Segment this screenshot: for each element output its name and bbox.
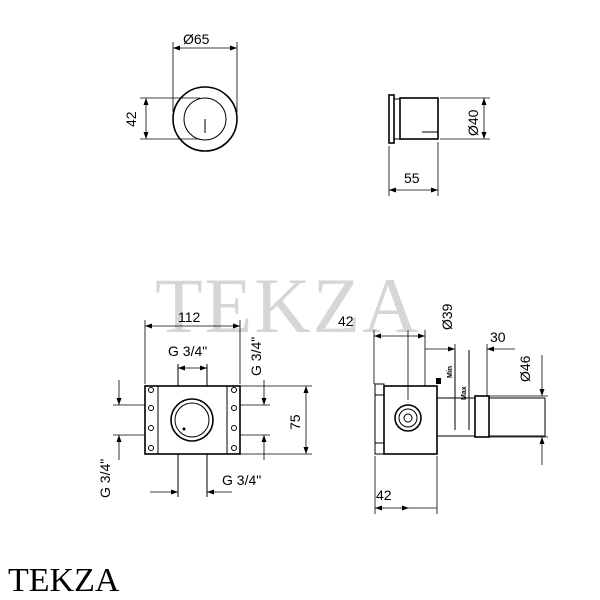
dim-height-42: 42 xyxy=(123,111,139,127)
top-side-view xyxy=(388,94,490,196)
label-min: Min xyxy=(447,366,454,378)
bottom-front-view xyxy=(113,320,312,497)
dim-width-55: 55 xyxy=(404,170,420,186)
dim-height-75: 75 xyxy=(287,414,303,430)
dim-diameter-65: Ø65 xyxy=(183,31,210,47)
dim-diameter-40: Ø40 xyxy=(465,109,481,136)
dim-depth-42-bottom: 42 xyxy=(376,487,392,503)
top-front-view xyxy=(140,42,238,152)
dim-thread-right: G 3/4" xyxy=(248,337,264,376)
dim-thread-top: G 3/4" xyxy=(168,343,207,359)
dim-thread-bottom: G 3/4" xyxy=(222,472,261,488)
dim-depth-42-top: 42 xyxy=(338,313,354,329)
brand-logo-text: TEKZA xyxy=(8,562,120,599)
dim-diameter-39: Ø39 xyxy=(439,303,455,330)
dim-diameter-46: Ø46 xyxy=(517,355,533,382)
dim-width-30: 30 xyxy=(490,329,506,345)
label-max: Max xyxy=(461,386,468,400)
dim-width-112: 112 xyxy=(178,309,201,325)
dim-thread-left: G 3/4" xyxy=(97,459,113,498)
bottom-side-view xyxy=(373,330,548,514)
